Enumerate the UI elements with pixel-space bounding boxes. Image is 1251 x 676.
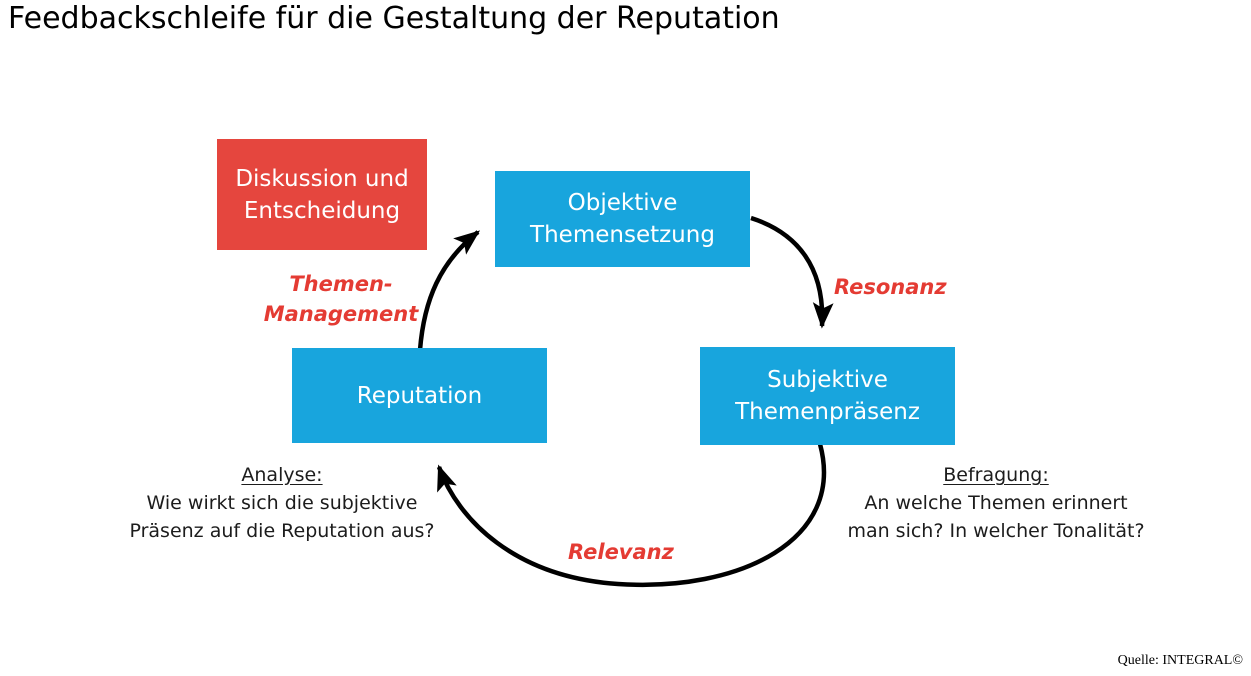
node-subjektive-themenpraesenz: Subjektive Themenpräsenz: [700, 347, 955, 445]
annotation-befragung-heading: Befragung:: [943, 464, 1049, 486]
annotation-analyse-body: Wie wirkt sich die subjektive Präsenz au…: [129, 492, 435, 542]
annotation-analyse-heading: Analyse:: [241, 464, 323, 486]
edge-label-themen-management: Themen- Management: [263, 272, 419, 326]
node-diskussion-entscheidung: Diskussion und Entscheidung: [217, 139, 427, 250]
arrow-objektive-to-subjektive: [750, 215, 834, 329]
annotation-befragung-body: An welche Themen erinnert man sich? In w…: [847, 492, 1145, 542]
diagram-title: Feedbackschleife für die Gestaltung der …: [8, 1, 780, 36]
edge-label-resonanz: Resonanz: [834, 275, 947, 299]
node-objektive-themensetzung: Objektive Themensetzung: [495, 171, 750, 267]
node-reputation: Reputation: [292, 348, 547, 443]
annotation-analyse: Analyse: Wie wirkt sich die subjektive P…: [100, 461, 464, 545]
annotation-befragung: Befragung: An welche Themen erinnert man…: [826, 461, 1166, 545]
edge-label-relevanz: Relevanz: [568, 540, 674, 564]
source-credit: Quelle: INTEGRAL©: [1117, 653, 1243, 668]
